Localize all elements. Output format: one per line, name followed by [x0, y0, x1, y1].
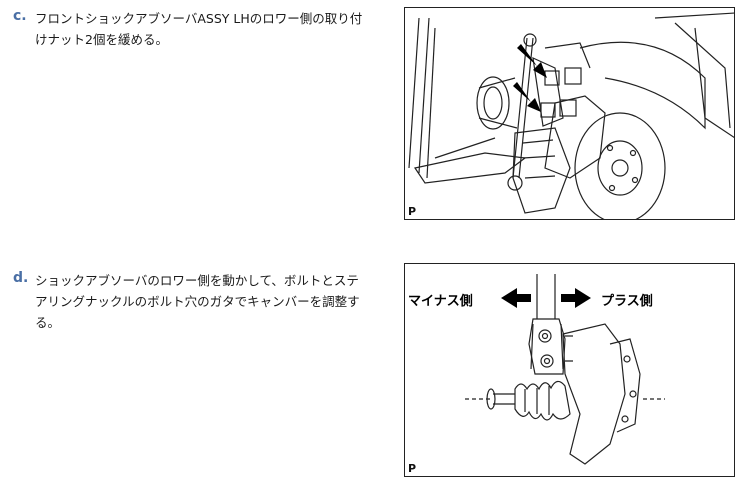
step-letter: d. — [13, 270, 29, 286]
step-instruction: フロントショックアブソーバASSY LHのロワー側の取り付 けナット2個を緩める… — [35, 11, 363, 47]
minus-side-label: マイナス側 — [408, 294, 473, 309]
camber-illustration — [465, 274, 665, 465]
illustration-loosen-nuts: P — [404, 7, 735, 220]
figure-label: P — [408, 462, 417, 475]
figure-label: P — [408, 205, 417, 218]
suspension-illustration — [408, 12, 734, 219]
illustration-camber-adjust: マイナス側 プラス側 P — [404, 263, 735, 477]
arrow-right-icon — [561, 288, 591, 308]
step-instruction: ショックアブソーバのロワー側を動かして、ボルトとステ アリングナックルのボルト穴… — [35, 273, 360, 330]
arrow-left-icon — [501, 288, 531, 308]
step-letter: c. — [13, 8, 27, 24]
plus-side-label: プラス側 — [601, 294, 653, 309]
